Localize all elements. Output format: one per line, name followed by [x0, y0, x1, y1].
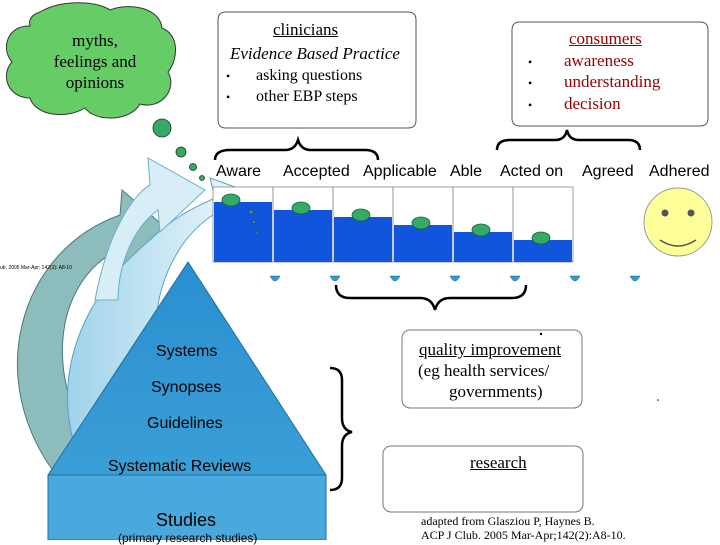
falling-droplet [248, 209, 254, 215]
clinicians-bullet-text: other EBP steps [256, 88, 358, 105]
consumers-title: consumers [569, 29, 642, 48]
stage-bars [212, 186, 574, 263]
consumers-callout [511, 21, 709, 127]
stage-pebble-applicable [351, 208, 371, 222]
cloud-line: feelings and [53, 52, 137, 71]
stage-pebble-agreed [531, 231, 551, 245]
stage-pebble-acted-on [471, 223, 491, 237]
pyramid-level-synopses: Synopses [151, 379, 222, 396]
research-box [382, 445, 584, 513]
clinicians-brace [213, 135, 380, 161]
pyramid-brace [329, 366, 353, 492]
consumers-bullet-2: •understanding [528, 72, 661, 91]
pyramid-level-systems: Systems [156, 343, 218, 360]
consumers-bullet-text: awareness [564, 51, 634, 70]
consumers-bullet-1: •awareness [528, 51, 634, 70]
credit-line-2: ACP J Club. 2005 Mar-Apr;142(2):A8-10. [421, 528, 626, 542]
quality-box [401, 329, 583, 409]
smiley-face [643, 187, 713, 257]
cloud-line: myths, [72, 31, 118, 50]
research-title: research [470, 453, 527, 472]
credit-line-1: adapted from Glasziou P, Haynes B. [421, 514, 595, 528]
stage-pebble-able [411, 216, 431, 230]
stage-bar-fill-able [394, 225, 452, 262]
quality-line-1: (eg health services/ [418, 361, 550, 380]
stage-label-acted-on: Acted on [500, 163, 564, 180]
stage-bar-fill-aware [214, 202, 272, 262]
clinicians-bullet-2: •other EBP steps [226, 88, 358, 105]
stage-bar-fill-accepted [274, 210, 332, 262]
clinicians-subtitle: Evidence Based Practice [230, 44, 400, 63]
stage-pebble-aware [221, 193, 241, 207]
clinicians-bullet-1: •asking questions [226, 67, 363, 84]
pyramid-level-studies: Studies [156, 510, 217, 530]
falling-droplet [255, 231, 259, 235]
clinicians-title: clinicians [273, 20, 339, 39]
thought-cloud [5, 2, 176, 119]
pyramid-level-systematic-reviews: Systematic Reviews [108, 458, 252, 475]
pyramid-shape [47, 261, 327, 540]
pyramid-footnote: (primary research studies) [118, 531, 258, 545]
cloud-text: myths, feelings and opinions [36, 30, 154, 93]
quality-line-2: governments) [449, 382, 543, 401]
drip [569, 275, 581, 282]
stage-label-applicable: Applicable [363, 163, 437, 180]
cloud-line: opinions [65, 73, 125, 92]
drip [509, 275, 521, 282]
drip [269, 275, 281, 282]
drip [449, 275, 461, 282]
stage-label-accepted: Accepted [283, 163, 350, 180]
drip [329, 275, 341, 282]
citation-fragment: ub. 2005 Mar-Apr; 142(2): A8-10 [0, 265, 72, 271]
consumers-brace [495, 129, 642, 151]
consumers-bullet-text: understanding [564, 72, 661, 91]
stage-label-aware: Aware [216, 163, 262, 180]
improvement-brace [334, 284, 528, 311]
drip [389, 275, 401, 282]
stage-label-adhered: Adhered [649, 163, 710, 180]
falling-droplet [252, 220, 256, 224]
stage-bar-fill-acted-on [454, 232, 512, 262]
clinicians-bullet-text: asking questions [256, 67, 363, 84]
big-swirl-arrow [94, 157, 206, 301]
consumers-bullet-3: •decision [528, 94, 621, 113]
stage-label-agreed: Agreed [582, 163, 634, 180]
clinicians-callout [217, 11, 417, 129]
pyramid-level-guidelines: Guidelines [147, 415, 223, 432]
evidence-pyramid [47, 261, 327, 540]
stage-pebble-accepted [291, 201, 311, 215]
consumers-bullet-text: decision [564, 94, 621, 113]
stage-bar-fill-applicable [334, 217, 392, 262]
drip-row [269, 275, 641, 282]
pyramid-base [47, 474, 327, 540]
stage-label-able: Able [450, 163, 483, 180]
quality-title: quality improvement [419, 340, 562, 359]
drip [629, 275, 641, 282]
stage-bar-fill-agreed [514, 240, 572, 262]
